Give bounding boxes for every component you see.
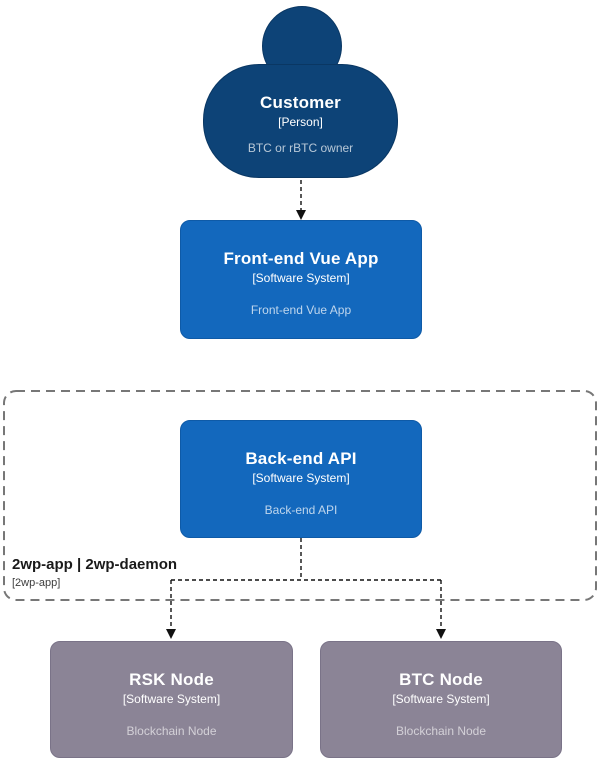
boundary-label: 2wp-app | 2wp-daemon [2wp-app]	[12, 556, 177, 590]
node-rsk-title: RSK Node	[129, 670, 214, 689]
node-backend-title: Back-end API	[245, 449, 357, 468]
node-btc-description: Blockchain Node	[395, 724, 487, 738]
node-customer[interactable]: Customer [Person] BTC or rBTC owner	[203, 64, 398, 178]
node-frontend-description: Front-end Vue App	[250, 303, 352, 317]
node-btc-meta: [Software System]	[392, 692, 490, 706]
node-btc[interactable]: BTC Node [Software System] Blockchain No…	[320, 641, 562, 758]
boundary-meta: [2wp-app]	[12, 577, 61, 589]
arrowhead-backend-rsk	[166, 629, 176, 639]
node-customer-description: BTC or rBTC owner	[247, 141, 354, 155]
arrowhead-customer-frontend	[296, 210, 306, 220]
node-frontend-title: Front-end Vue App	[223, 249, 379, 268]
node-backend-meta: [Software System]	[252, 471, 350, 485]
node-frontend-vue-app[interactable]: Front-end Vue App [Software System] Fron…	[180, 220, 422, 339]
node-backend-description: Back-end API	[264, 503, 338, 517]
node-backend-api[interactable]: Back-end API [Software System] Back-end …	[180, 420, 422, 538]
node-btc-title: BTC Node	[399, 670, 483, 689]
node-customer-meta: [Person]	[278, 115, 323, 129]
boundary-title: 2wp-app | 2wp-daemon	[12, 556, 178, 573]
node-customer-title: Customer	[260, 93, 341, 112]
node-frontend-meta: [Software System]	[252, 271, 350, 285]
node-rsk-description: Blockchain Node	[126, 724, 217, 738]
arrowhead-backend-btc	[436, 629, 446, 639]
node-rsk-meta: [Software System]	[122, 692, 221, 706]
node-rsk[interactable]: RSK Node [Software System] Blockchain No…	[50, 641, 293, 758]
